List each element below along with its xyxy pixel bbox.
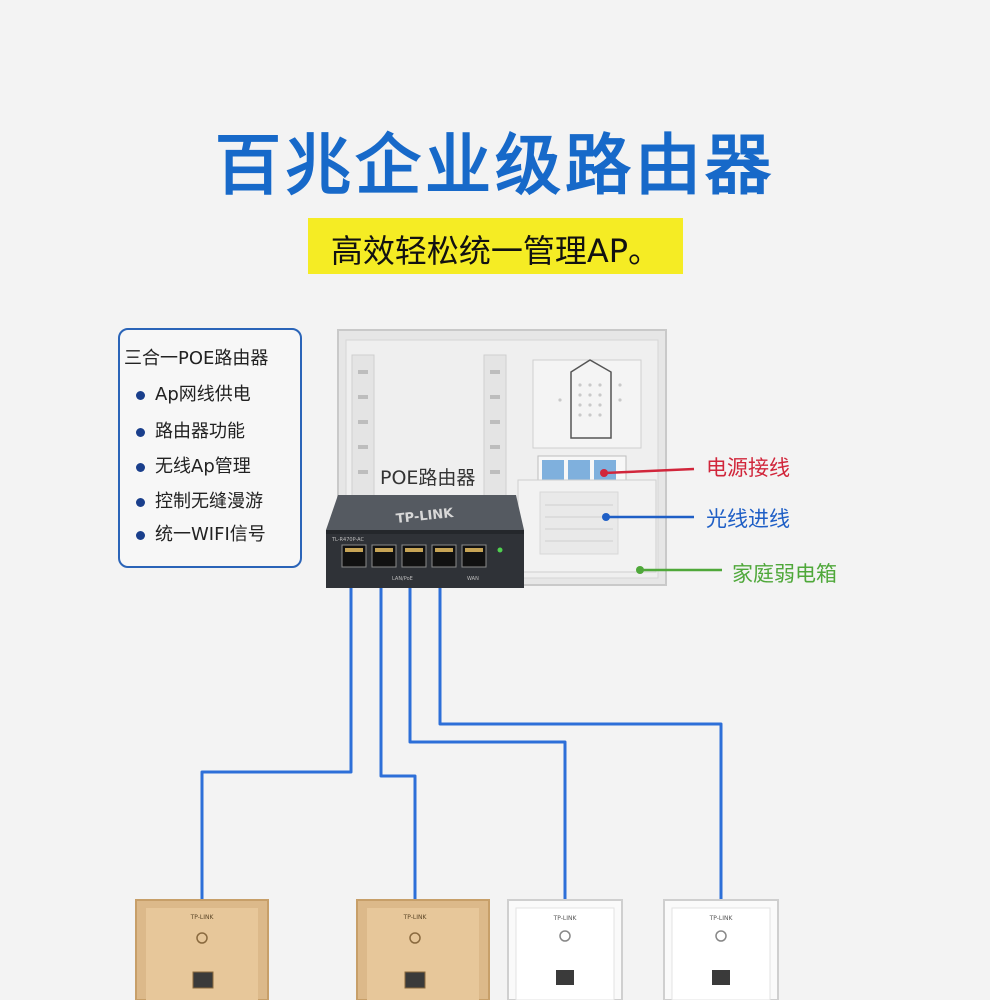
box-callout: 家庭弱电箱 bbox=[732, 562, 837, 586]
page-title: 百兆企业级路由器 bbox=[215, 127, 775, 204]
bullet-icon bbox=[136, 462, 145, 472]
feature-label: 路由器功能 bbox=[155, 421, 245, 442]
feature-item: Ap网线供电 bbox=[136, 380, 251, 406]
bullet-icon bbox=[136, 427, 145, 437]
ap-gold-1 bbox=[135, 899, 269, 1000]
feature-label: 控制无缝漫游 bbox=[155, 491, 263, 512]
feature-label: 统一WIFI信号 bbox=[155, 524, 266, 545]
feature-heading: 三合一POE路由器 bbox=[124, 348, 269, 369]
ap-brand: TP-LINK bbox=[553, 915, 578, 922]
feature-item: 路由器功能 bbox=[136, 417, 245, 443]
ap-white-2 bbox=[663, 899, 779, 1000]
feature-label: Ap网线供电 bbox=[155, 384, 251, 405]
ap-white-1 bbox=[507, 899, 623, 1000]
router-brand: TP-LINK bbox=[395, 506, 455, 527]
feature-box: 三合一POE路由器 Ap网线供电 路由器功能 无线Ap管理 控制无缝漫游 统一W… bbox=[118, 328, 302, 568]
router-label: POE路由器 bbox=[380, 467, 475, 489]
bullet-icon bbox=[136, 390, 145, 400]
ap-gold-2 bbox=[356, 899, 490, 1000]
feature-label: 无线Ap管理 bbox=[155, 456, 251, 477]
router-wan-label: WAN bbox=[467, 576, 479, 582]
bullet-icon bbox=[136, 497, 145, 507]
router-model: TL-R470P-AC bbox=[331, 537, 365, 543]
feature-item: 统一WIFI信号 bbox=[136, 520, 266, 546]
router-port-label: LAN/PoE bbox=[392, 576, 413, 582]
feature-item: 无线Ap管理 bbox=[136, 452, 251, 478]
poe-router bbox=[326, 495, 524, 588]
ethernet-cables bbox=[200, 578, 723, 900]
ap-brand: TP-LINK bbox=[403, 914, 428, 921]
fiber-callout: 光线进线 bbox=[706, 507, 790, 531]
ap-brand: TP-LINK bbox=[190, 914, 215, 921]
page-subtitle: 高效轻松统一管理AP。 bbox=[330, 232, 661, 270]
bullet-icon bbox=[136, 530, 145, 540]
feature-item: 控制无缝漫游 bbox=[136, 487, 263, 513]
callout-lines bbox=[600, 467, 722, 574]
power-callout: 电源接线 bbox=[706, 456, 790, 480]
subtitle-highlight: 高效轻松统一管理AP。 bbox=[308, 218, 683, 274]
ap-brand: TP-LINK bbox=[709, 915, 734, 922]
